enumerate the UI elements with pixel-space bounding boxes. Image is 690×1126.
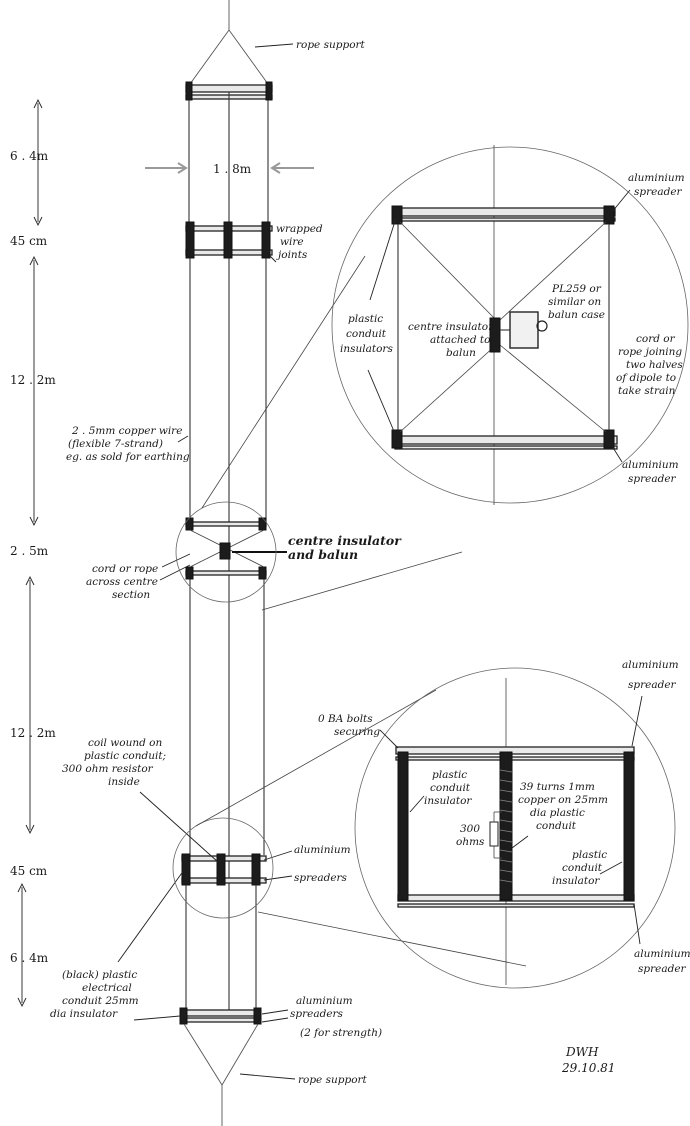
label-rope-support-top: rope support xyxy=(296,39,366,51)
dim-12-2m-top: 12 . 2m xyxy=(10,373,56,387)
detail-bot-aluminium-spreader-bot: aluminium spreader xyxy=(634,948,690,975)
dim-45cm-top: 45 cm xyxy=(10,234,48,248)
detail-top-aluminium-spreader-top: aluminium spreader xyxy=(628,172,688,198)
detail-bot-aluminium-spreader-top: aluminium spreader xyxy=(622,659,682,691)
dim-12-2m-bottom: 12 . 2m xyxy=(10,726,56,740)
detail-bot-resistor: 300 ohms xyxy=(456,823,485,848)
label-cord-rope: cord or rope across centre section xyxy=(86,563,162,601)
detail-coil xyxy=(354,667,676,989)
detail-top-plastic-conduit-insulators: plastic conduit insulators xyxy=(340,313,393,355)
detail-top-cord-rope-joining: cord or rope joining two halves of dipol… xyxy=(616,333,686,397)
main-antenna xyxy=(179,0,273,1126)
zoom-circle-centre xyxy=(175,501,277,603)
label-aluminium-spreaders-mid: aluminium spreaders xyxy=(294,844,354,884)
dim-45cm-bottom: 45 cm xyxy=(10,864,48,878)
detail-top-pl259: PL259 or similar on balun case xyxy=(548,283,605,321)
label-coil-wound: coil wound on plastic conduit; 300 ohm r… xyxy=(62,737,169,788)
dim-2-5m: 2 . 5m xyxy=(10,544,49,558)
top-spreader xyxy=(185,84,273,93)
bottom-spreader xyxy=(181,1009,261,1017)
label-copper-wire: 2 . 5mm copper wire (flexible 7-strand) … xyxy=(66,425,190,463)
detail-bot-plastic-conduit-right: plastic conduit insulator xyxy=(552,849,611,887)
detail-bot-ba-bolts: 0 BA bolts securing xyxy=(318,713,380,738)
dim-6-4m-bottom: 6 . 4m xyxy=(10,951,49,965)
dimension-arrows xyxy=(17,98,43,1008)
zoom-circle-coil xyxy=(172,817,274,919)
dim-6-4m-top: 6 . 4m xyxy=(10,149,49,163)
signature-date: 29.10.81 xyxy=(561,1061,615,1075)
detail-top-centre-insulator: centre insulator attached to balun xyxy=(408,321,496,359)
label-aluminium-spreaders-bot: aluminium spreaders (2 for strength) xyxy=(290,995,382,1039)
detail-centre-insulator xyxy=(331,145,689,505)
label-black-conduit: (black) plastic electrical conduit 25mm … xyxy=(50,969,142,1020)
centre-balun xyxy=(219,542,231,560)
dim-width: 1 . 8m xyxy=(213,162,252,176)
label-wrapped-wire-joints: wrapped wire joints xyxy=(276,223,326,261)
detail-bot-plastic-conduit-left: plastic conduit insulator xyxy=(424,769,473,807)
detail-bot-turns: 39 turns 1mm copper on 25mm dia plastic … xyxy=(518,781,611,832)
detail-top-aluminium-spreader-bot: aluminium spreader xyxy=(622,459,682,485)
signature-initials: DWH xyxy=(565,1045,599,1059)
label-centre-insulator-balun: centre insulator and balun xyxy=(288,533,405,562)
label-rope-support-bottom: rope support xyxy=(298,1074,368,1086)
